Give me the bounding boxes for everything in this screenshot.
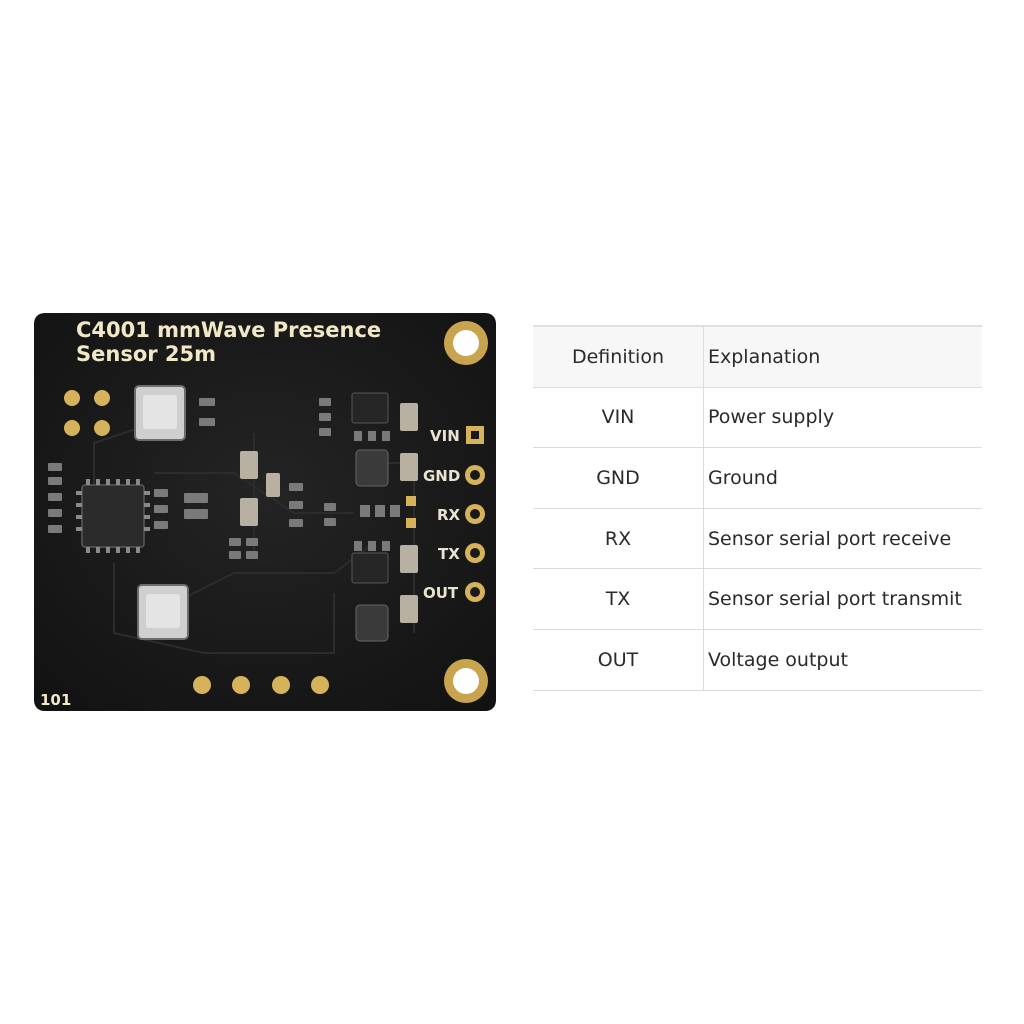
pin-label-out: OUT (423, 584, 459, 602)
table-header-row: Definition Explanation (533, 324, 982, 388)
pin-definition-table: Definition Explanation VIN Power supply … (533, 324, 982, 691)
table-row: TX Sensor serial port transmit (533, 568, 982, 630)
header-definition: Definition (533, 324, 704, 388)
cell-definition: VIN (533, 387, 704, 449)
pin-label-rx: RX (437, 506, 461, 524)
cell-explanation: Ground (703, 447, 982, 509)
mounting-hole-top-icon (444, 321, 488, 365)
test-pads-top (64, 390, 110, 436)
table-row: GND Ground (533, 447, 982, 509)
crystal-top-icon (134, 385, 186, 441)
pin-label-gnd: GND (423, 467, 460, 485)
mounting-hole-bottom-icon (444, 659, 488, 703)
board-revision-label: 101 (40, 691, 71, 709)
cell-definition: RX (533, 508, 704, 570)
test-pads-bottom (193, 676, 329, 694)
header-explanation: Explanation (703, 324, 982, 388)
cell-explanation: Sensor serial port transmit (703, 568, 982, 630)
board-title-line1: C4001 mmWave Presence (76, 318, 381, 342)
cell-definition: TX (533, 568, 704, 630)
table-row: RX Sensor serial port receive (533, 508, 982, 570)
table-row: VIN Power supply (533, 387, 982, 449)
cell-explanation: Voltage output (703, 629, 982, 691)
cell-definition: GND (533, 447, 704, 509)
pin-label-tx: TX (438, 545, 460, 563)
sensor-board-illustration: C4001 mmWave Presence Sensor 25m 101 (34, 313, 496, 711)
crystal-bottom-icon (137, 584, 189, 640)
radar-ic-chip-icon (76, 479, 150, 553)
cell-explanation: Power supply (703, 387, 982, 449)
table-row: OUT Voltage output (533, 629, 982, 691)
smd-components (48, 392, 418, 642)
cell-definition: OUT (533, 629, 704, 691)
cell-explanation: Sensor serial port receive (703, 508, 982, 570)
header-pins (465, 426, 485, 602)
sensor-board-photo: C4001 mmWave Presence Sensor 25m 101 (34, 313, 496, 711)
pin-label-vin: VIN (430, 427, 460, 445)
board-title-line2: Sensor 25m (76, 342, 216, 366)
